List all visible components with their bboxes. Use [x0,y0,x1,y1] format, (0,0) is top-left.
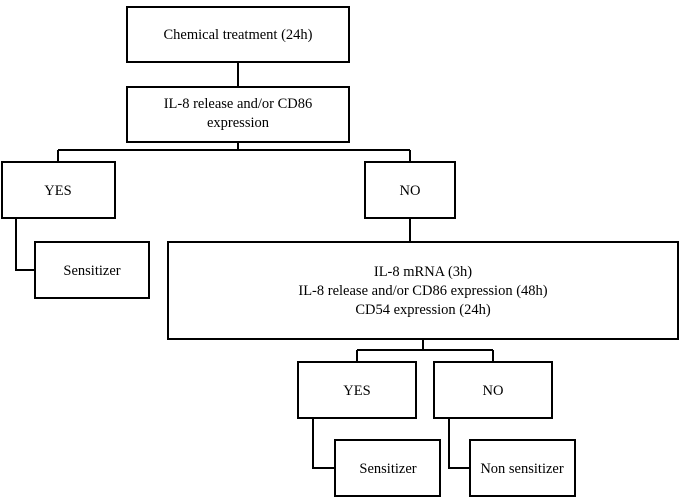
first-yes-box: YES [1,161,116,219]
second-no-box: NO [433,361,553,419]
second-sensitizer-box: Sensitizer [334,439,441,497]
second-assay-label-line-2: IL-8 release and/or CD86 expression (48h… [298,283,547,299]
first-yes-label: YES [44,183,71,199]
connector-second-no-to-non-sensitizer [448,418,470,469]
chemical-treatment-label: Chemical treatment (24h) [164,27,313,43]
connector-second-assay-to-branches [356,339,494,362]
connectors [15,62,494,469]
second-yes-box: YES [297,361,417,419]
first-sensitizer-label: Sensitizer [63,263,120,279]
first-assay-label-line-1: IL-8 release and/or CD86 [164,96,313,112]
second-no-label: NO [483,383,504,399]
connector-second-yes-to-sensitizer [312,418,335,469]
second-assay-label-line-3: CD54 expression (24h) [355,302,490,318]
second-assay-label-line-1: IL-8 mRNA (3h) [374,264,472,280]
second-yes-label: YES [343,383,370,399]
connector-first-yes-to-sensitizer [15,218,35,271]
first-assay-label-line-2: expression [207,115,270,131]
first-no-box: NO [364,161,456,219]
chemical-treatment-box: Chemical treatment (24h) [126,6,350,63]
connector-assay-to-branches [57,142,411,162]
first-sensitizer-box: Sensitizer [34,241,150,299]
second-assay-box: IL-8 mRNA (3h) IL-8 release and/or CD86 … [167,241,679,340]
first-assay-box: IL-8 release and/or CD86 expression [126,86,350,143]
non-sensitizer-box: Non sensitizer [469,439,576,497]
second-sensitizer-label: Sensitizer [359,461,416,477]
first-no-label: NO [400,183,421,199]
non-sensitizer-label: Non sensitizer [480,461,564,477]
